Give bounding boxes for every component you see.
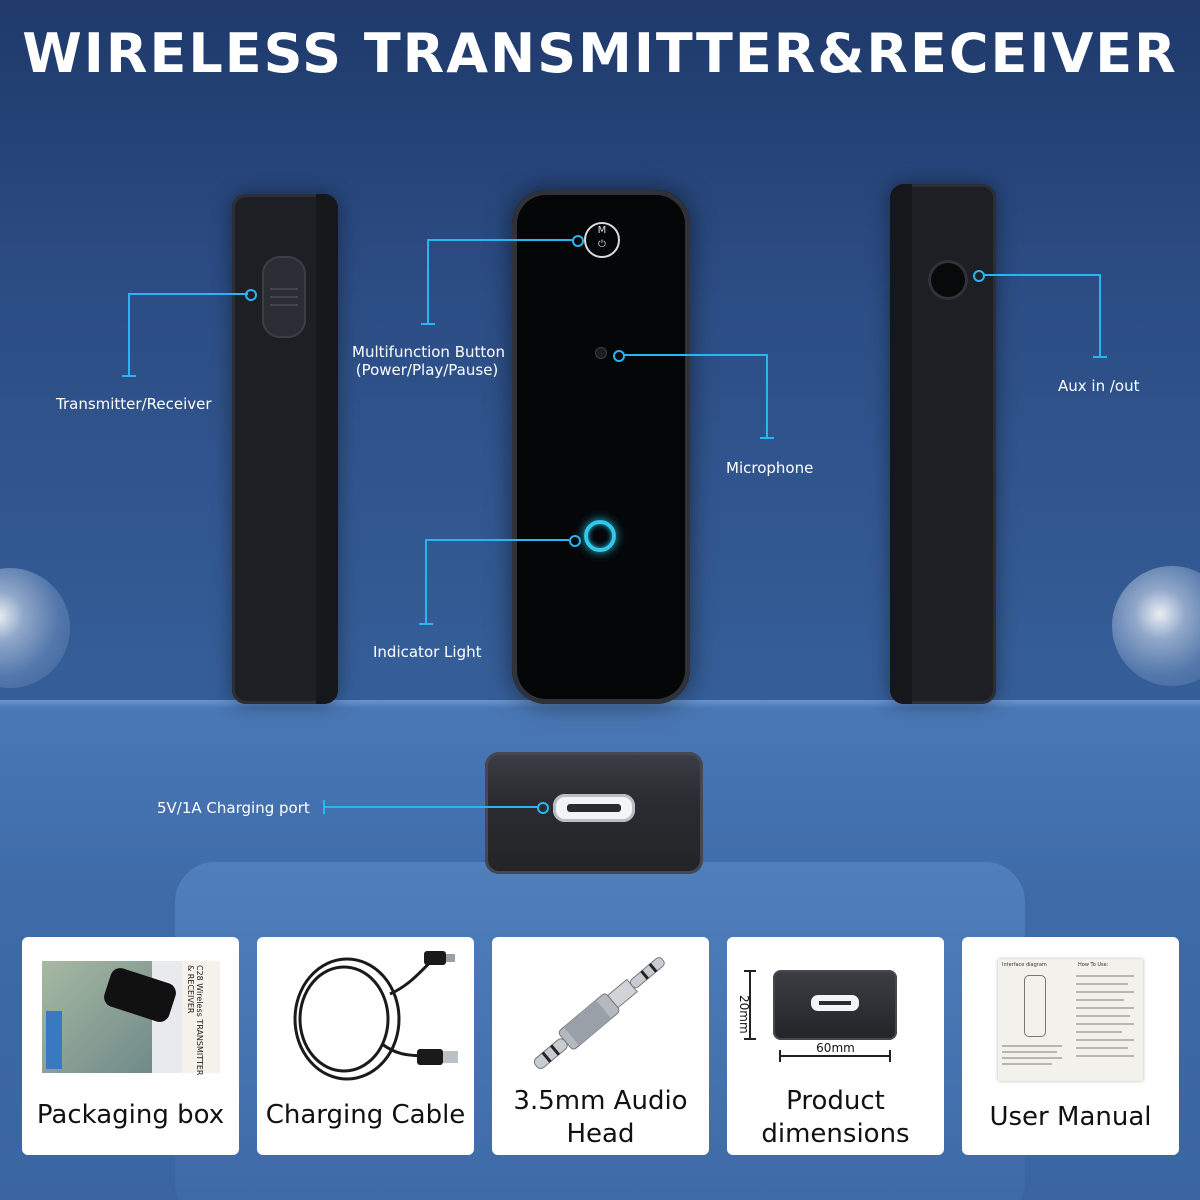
callout-dot [245,289,257,301]
card-caption-line1: 3.5mm Audio [513,1086,688,1116]
user-manual-image: Interface diagram How To Use: [998,959,1143,1081]
card-packaging-box: C28 Wireless TRANSMITTER & RECEIVER Pack… [22,937,239,1155]
glass-sphere-right [1112,566,1200,686]
card-caption: User Manual [989,1102,1152,1132]
device-left-side-view [232,194,338,704]
device-side-band [316,194,338,704]
device-side-band [890,184,912,704]
label-charging-port: 5V/1A Charging port [157,799,310,817]
device-front-view: M ⏻ [512,190,690,704]
callout-line [323,806,539,808]
callout-line [1099,274,1101,356]
callout-line [425,539,569,541]
callout-line [760,437,774,439]
label-microphone: Microphone [726,459,814,477]
callout-dot [572,235,584,247]
callout-line [427,239,429,323]
callout-line [128,293,130,375]
multifunction-button-icon: M ⏻ [584,222,620,258]
callout-line [425,539,427,623]
indicator-light [584,520,616,552]
callout-line [122,375,136,377]
callout-dot [569,535,581,547]
device-right-side-view [890,184,996,704]
card-caption: Packaging box [36,1100,225,1130]
micro-usb-port [553,794,635,822]
card-charging-cable: Charging Cable [257,937,474,1155]
height-label: 20mm [737,995,751,1034]
card-audio-head: 3.5mm Audio Head [492,937,709,1155]
card-caption-line1: Product [786,1086,885,1116]
label-aux: Aux in /out [1058,377,1140,395]
height-dimension-line [749,970,751,1040]
charging-cable-icon [293,951,458,1081]
ledge-edge [0,700,1200,708]
callout-line [984,274,1100,276]
callout-dot [537,802,549,814]
callout-line [128,293,248,295]
mode-switch [262,256,306,338]
label-multifunction-button: Multifunction Button (Power/Play/Pause) [352,343,505,379]
label-indicator-light: Indicator Light [373,643,482,661]
callout-line [419,623,433,625]
label-transmitter-receiver: Transmitter/Receiver [56,395,212,413]
callout-line [766,354,768,438]
card-product-dimensions: 20mm 60mm Product dimensions [727,937,944,1155]
manual-heading-left: Interface diagram [1002,962,1047,968]
packaging-box-image: C28 Wireless TRANSMITTER & RECEIVER [42,961,220,1076]
width-dimension-line [779,1055,891,1057]
microphone-hole [595,347,607,359]
width-label: 60mm [816,1041,855,1055]
device-bottom-view [485,752,703,874]
audio-jack-icon [533,957,665,1069]
callout-line [624,354,768,356]
callout-line [1093,356,1107,358]
callout-dot [973,270,985,282]
card-user-manual: Interface diagram How To Use: User Manua… [962,937,1179,1155]
card-caption-line2: dimensions [761,1119,910,1149]
manual-heading-right: How To Use: [1078,962,1109,968]
product-mini-image [773,970,897,1040]
aux-port [928,260,968,300]
card-caption-line2: Head [566,1119,635,1149]
card-caption: Charging Cable [265,1100,466,1130]
glass-sphere-left [0,568,70,688]
callout-line [427,239,573,241]
callout-dot [613,350,625,362]
page-title: WIRELESS TRANSMITTER&RECEIVER [22,22,1178,85]
callout-line [421,323,435,325]
